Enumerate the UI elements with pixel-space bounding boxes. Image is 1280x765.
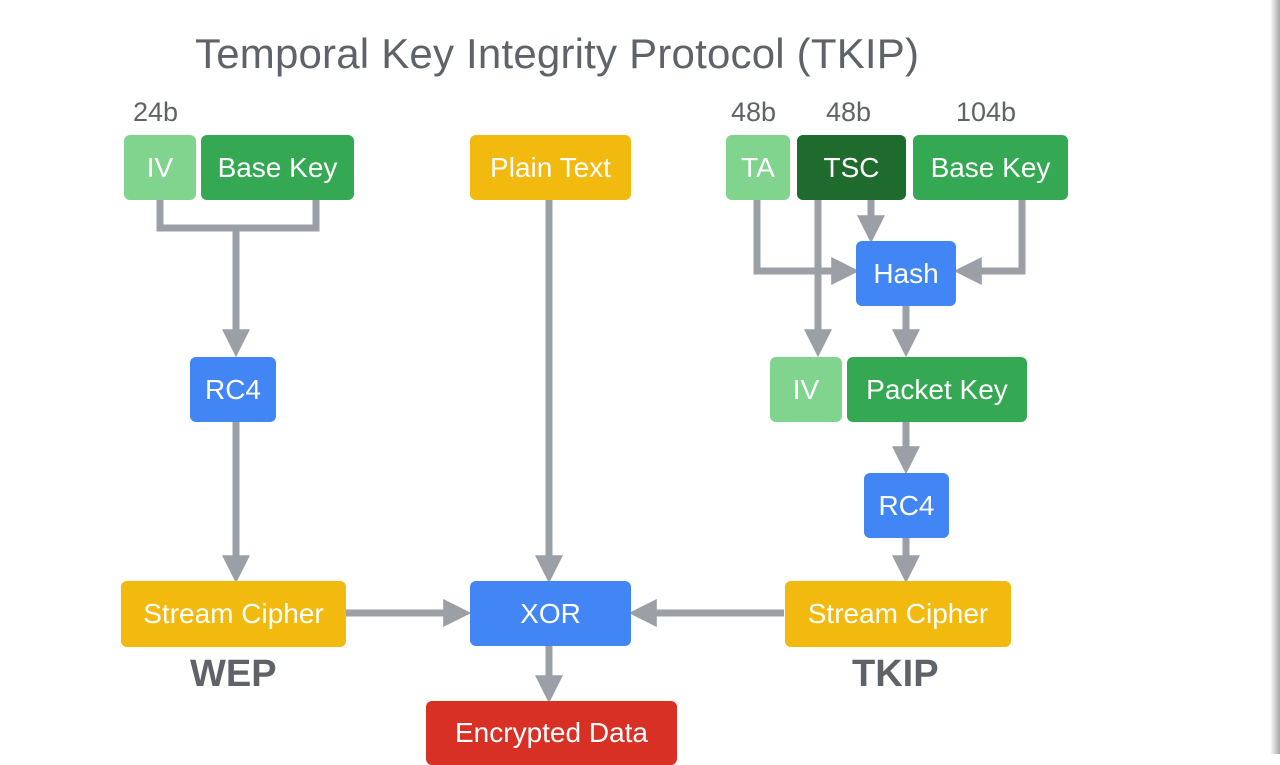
tkip-rc4-box: RC4 <box>864 473 949 538</box>
tkip-ta-bits-label: 48b <box>731 97 777 127</box>
wep-base-key-box: Base Key <box>201 135 354 200</box>
right-edge-shadow <box>1270 0 1280 754</box>
tkip-iv-box: IV <box>770 357 842 422</box>
encrypted-data-box: Encrypted Data <box>426 701 677 765</box>
wep-rc4-box: RC4 <box>190 357 276 422</box>
basekey-to-hash-arrow <box>953 200 1026 285</box>
tkip-base-key-bits-label: 104b <box>956 97 1017 127</box>
tkip-base-key-box: Base Key <box>913 135 1068 200</box>
tkip-packet-key-box: Packet Key <box>847 357 1027 422</box>
plain-text-box: Plain Text <box>470 135 631 200</box>
wep-iv-bits-label: 24b <box>133 97 179 127</box>
wep-caption: WEP <box>190 653 277 695</box>
wep-iv-box: IV <box>124 135 196 200</box>
tkip-hash-box: Hash <box>856 241 956 306</box>
tkip-tsc-bits-label: 48b <box>826 97 872 127</box>
ta-to-hash-arrow <box>753 200 860 285</box>
diagram-title: Temporal Key Integrity Protocol (TKIP) <box>195 30 920 77</box>
xor-box: XOR <box>470 581 631 646</box>
tkip-tsc-box: TSC <box>797 135 906 200</box>
tkip-caption: TKIP <box>852 653 939 695</box>
wep-key-join-line <box>156 200 320 232</box>
tkip-stream-cipher-box: Stream Cipher <box>785 581 1011 647</box>
tkip-ta-box: TA <box>726 135 790 200</box>
wep-stream-cipher-box: Stream Cipher <box>121 581 346 647</box>
